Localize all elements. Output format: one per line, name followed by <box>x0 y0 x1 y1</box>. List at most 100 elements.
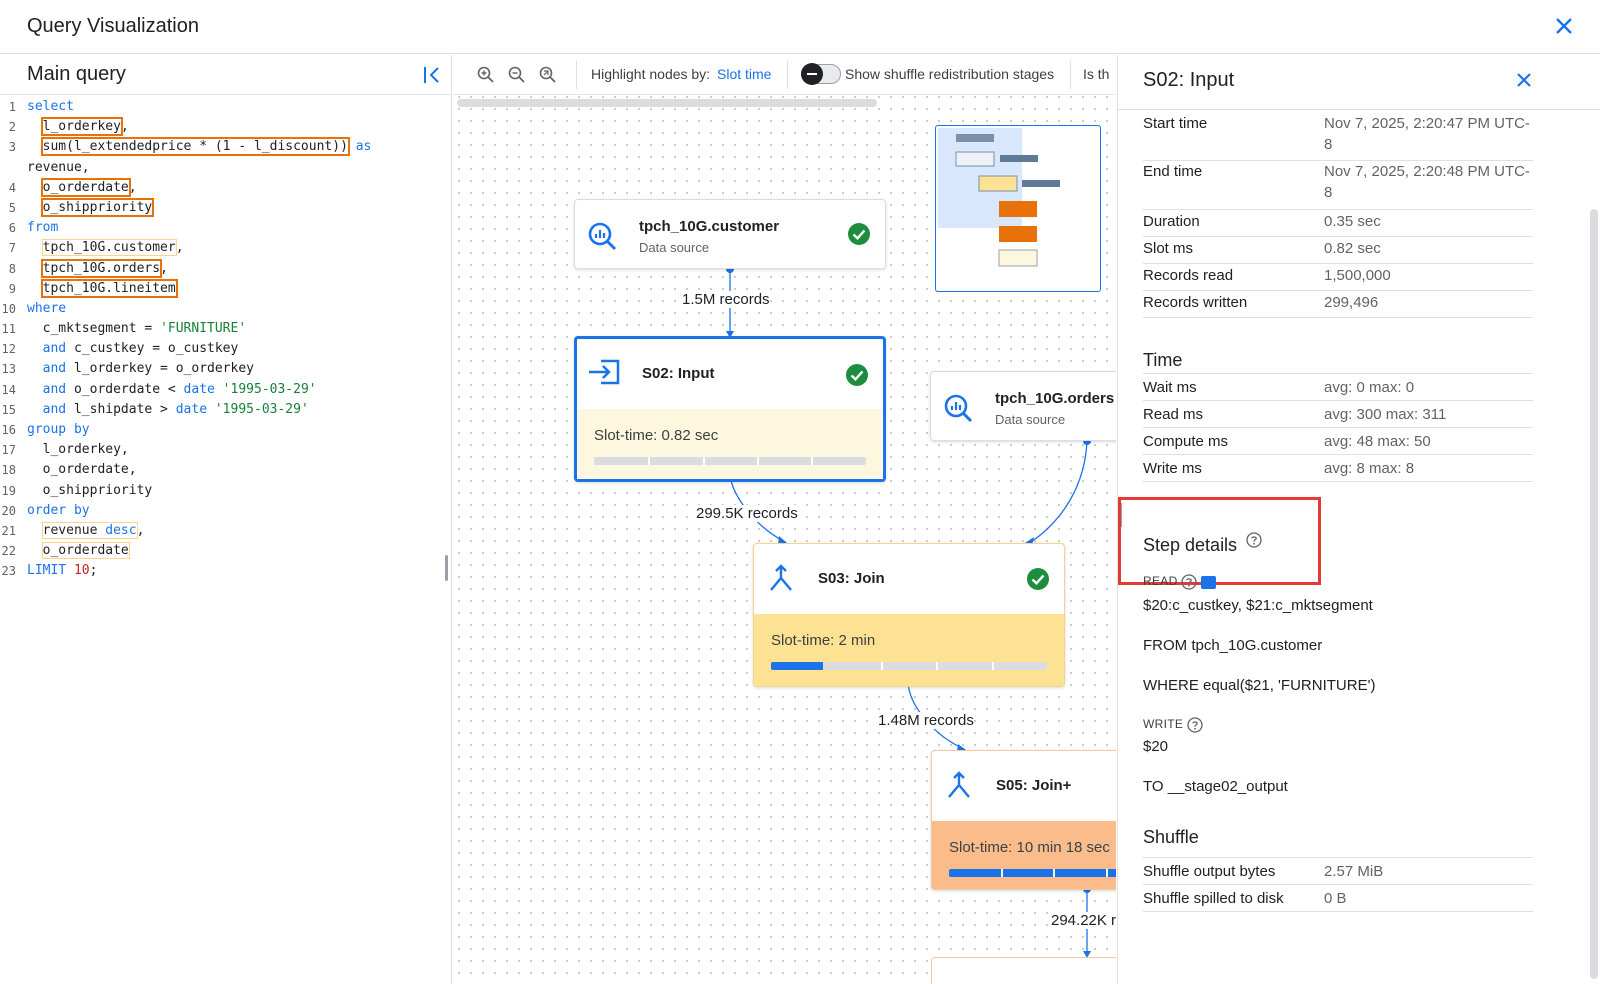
highlight-lineitem[interactable]: tpch_10G.lineitem <box>40 278 178 298</box>
success-check-icon <box>1027 568 1049 590</box>
highlight-nodes-select[interactable]: Slot time <box>717 66 772 82</box>
help-icon[interactable] <box>1181 574 1197 590</box>
query-panel-title: Main query <box>27 63 126 85</box>
vertical-scrollbar[interactable] <box>1590 209 1598 979</box>
slot-time-text: Slot-time: 0.82 sec <box>594 427 719 444</box>
code-line: 7 tpch_10G.customer, <box>8 239 184 257</box>
divider <box>1143 857 1533 858</box>
join-icon <box>770 564 792 591</box>
node-tpch-customer[interactable]: tpch_10G.customer Data source <box>574 199 886 269</box>
node-partial-bottom[interactable] <box>931 957 1116 984</box>
minimap-preview <box>938 128 1060 267</box>
code-line: 5 o_shippriority <box>8 197 155 217</box>
panel-resize-handle[interactable] <box>445 555 448 581</box>
node-title: S02: Input <box>642 365 715 382</box>
title-bar: Query Visualization <box>0 0 1600 54</box>
toolbar-divider <box>576 61 577 89</box>
toolbar-divider <box>1070 61 1071 89</box>
code-line: 11 c_mktsegment = 'FURNITURE' <box>1 321 247 337</box>
collapse-left-icon <box>424 67 439 83</box>
highlight-customer[interactable]: tpch_10G.customer <box>41 239 177 257</box>
data-source-icon <box>944 394 973 423</box>
node-s02-input[interactable]: S02: Input Slot-time: 0.82 sec <box>574 336 886 482</box>
highlight-o-orderdate-order[interactable]: o_orderdate <box>41 542 130 560</box>
node-title: tpch_10G.customer <box>639 218 780 235</box>
divider <box>1143 373 1533 374</box>
code-line: 13 and l_orderkey = o_orderkey <box>1 361 254 377</box>
code-line: 15 and l_shipdate > date '1995-03-29' <box>1 401 309 417</box>
code-line: 4 o_orderdate, <box>8 177 137 197</box>
collapse-panel-button[interactable] <box>420 64 444 86</box>
read-fields: $20:c_custkey, $21:c_mktsegment <box>1143 597 1373 614</box>
success-check-icon <box>846 364 868 386</box>
help-icon[interactable] <box>1187 717 1203 733</box>
highlight-orders[interactable]: tpch_10G.orders <box>40 258 163 278</box>
node-title: S03: Join <box>818 570 885 587</box>
node-title: tpch_10G.orders <box>995 390 1115 407</box>
annotation-highlight-box <box>1118 497 1321 585</box>
toggle-knob <box>801 63 823 85</box>
zoom-out-icon <box>508 66 525 83</box>
close-window-button[interactable] <box>1550 12 1578 40</box>
edge-label: 294.22K rec <box>1051 912 1116 929</box>
query-graph-canvas[interactable]: Highlight nodes by: Slot time Show shuff… <box>453 55 1116 984</box>
graph-minimap[interactable] <box>935 125 1101 292</box>
code-line: 17 l_orderkey, <box>1 442 129 458</box>
query-panel-header: Main query <box>0 55 452 95</box>
where-line: WHERE equal($21, 'FURNITURE') <box>1143 677 1376 694</box>
slot-time-section: Slot-time: 2 min <box>754 614 1064 686</box>
highlight-revenue-desc: revenue desc <box>41 521 138 539</box>
close-details-button[interactable] <box>1511 67 1537 93</box>
horizontal-scrollbar[interactable] <box>457 99 877 107</box>
toolbar-divider <box>787 61 788 89</box>
node-title: S05: Join+ <box>996 777 1072 794</box>
code-line: 21 revenue desc, <box>1 521 145 539</box>
highlight-sum-expr[interactable]: sum(l_extendedprice * (1 - l_discount)) <box>40 137 350 157</box>
highlight-o-shippriority[interactable]: o_shippriority <box>40 197 155 217</box>
slot-time-bar <box>771 662 1047 670</box>
table-link-icon[interactable] <box>1200 575 1216 589</box>
node-s03-join[interactable]: S03: Join Slot-time: 2 min <box>753 543 1065 687</box>
shuffle-section-title: Shuffle <box>1143 827 1199 847</box>
highlight-o-orderdate[interactable]: o_orderdate <box>40 177 131 197</box>
node-s05-join[interactable]: S05: Join+ Slot-time: 10 min 18 sec <box>931 750 1116 890</box>
details-header: S02: Input <box>1118 55 1600 110</box>
zoom-reset-button[interactable] <box>538 65 558 85</box>
write-label-row: WRITE <box>1143 717 1203 733</box>
code-line: 22 o_orderdate <box>1 542 130 560</box>
code-line: revenue, <box>27 159 90 175</box>
code-line: 18 o_orderdate, <box>1 462 137 478</box>
shuffle-stages-toggle[interactable] <box>801 63 841 85</box>
success-check-icon <box>848 223 870 245</box>
step-details-title: Step details <box>1143 532 1262 556</box>
zoom-out-button[interactable] <box>507 65 527 85</box>
graph-toolbar: Highlight nodes by: Slot time Show shuff… <box>453 55 1116 95</box>
code-line: 3 sum(l_extendedprice * (1 - l_discount)… <box>8 137 372 157</box>
code-line: 9 tpch_10G.lineitem <box>8 278 178 298</box>
to-line: TO __stage02_output <box>1143 778 1288 795</box>
toolbar-overflow-text: Is th <box>1083 66 1110 82</box>
write-value: $20 <box>1143 738 1169 755</box>
highlight-l-orderkey[interactable]: l_orderkey <box>40 117 123 137</box>
zoom-fit-icon <box>539 66 556 83</box>
read-label-row: READ <box>1143 574 1216 590</box>
node-subtitle: Data source <box>995 412 1066 427</box>
help-icon[interactable] <box>1246 532 1262 548</box>
zoom-in-button[interactable] <box>476 65 496 85</box>
node-subtitle: Data source <box>639 240 710 255</box>
node-tpch-orders[interactable]: tpch_10G.orders Data source <box>930 371 1116 441</box>
